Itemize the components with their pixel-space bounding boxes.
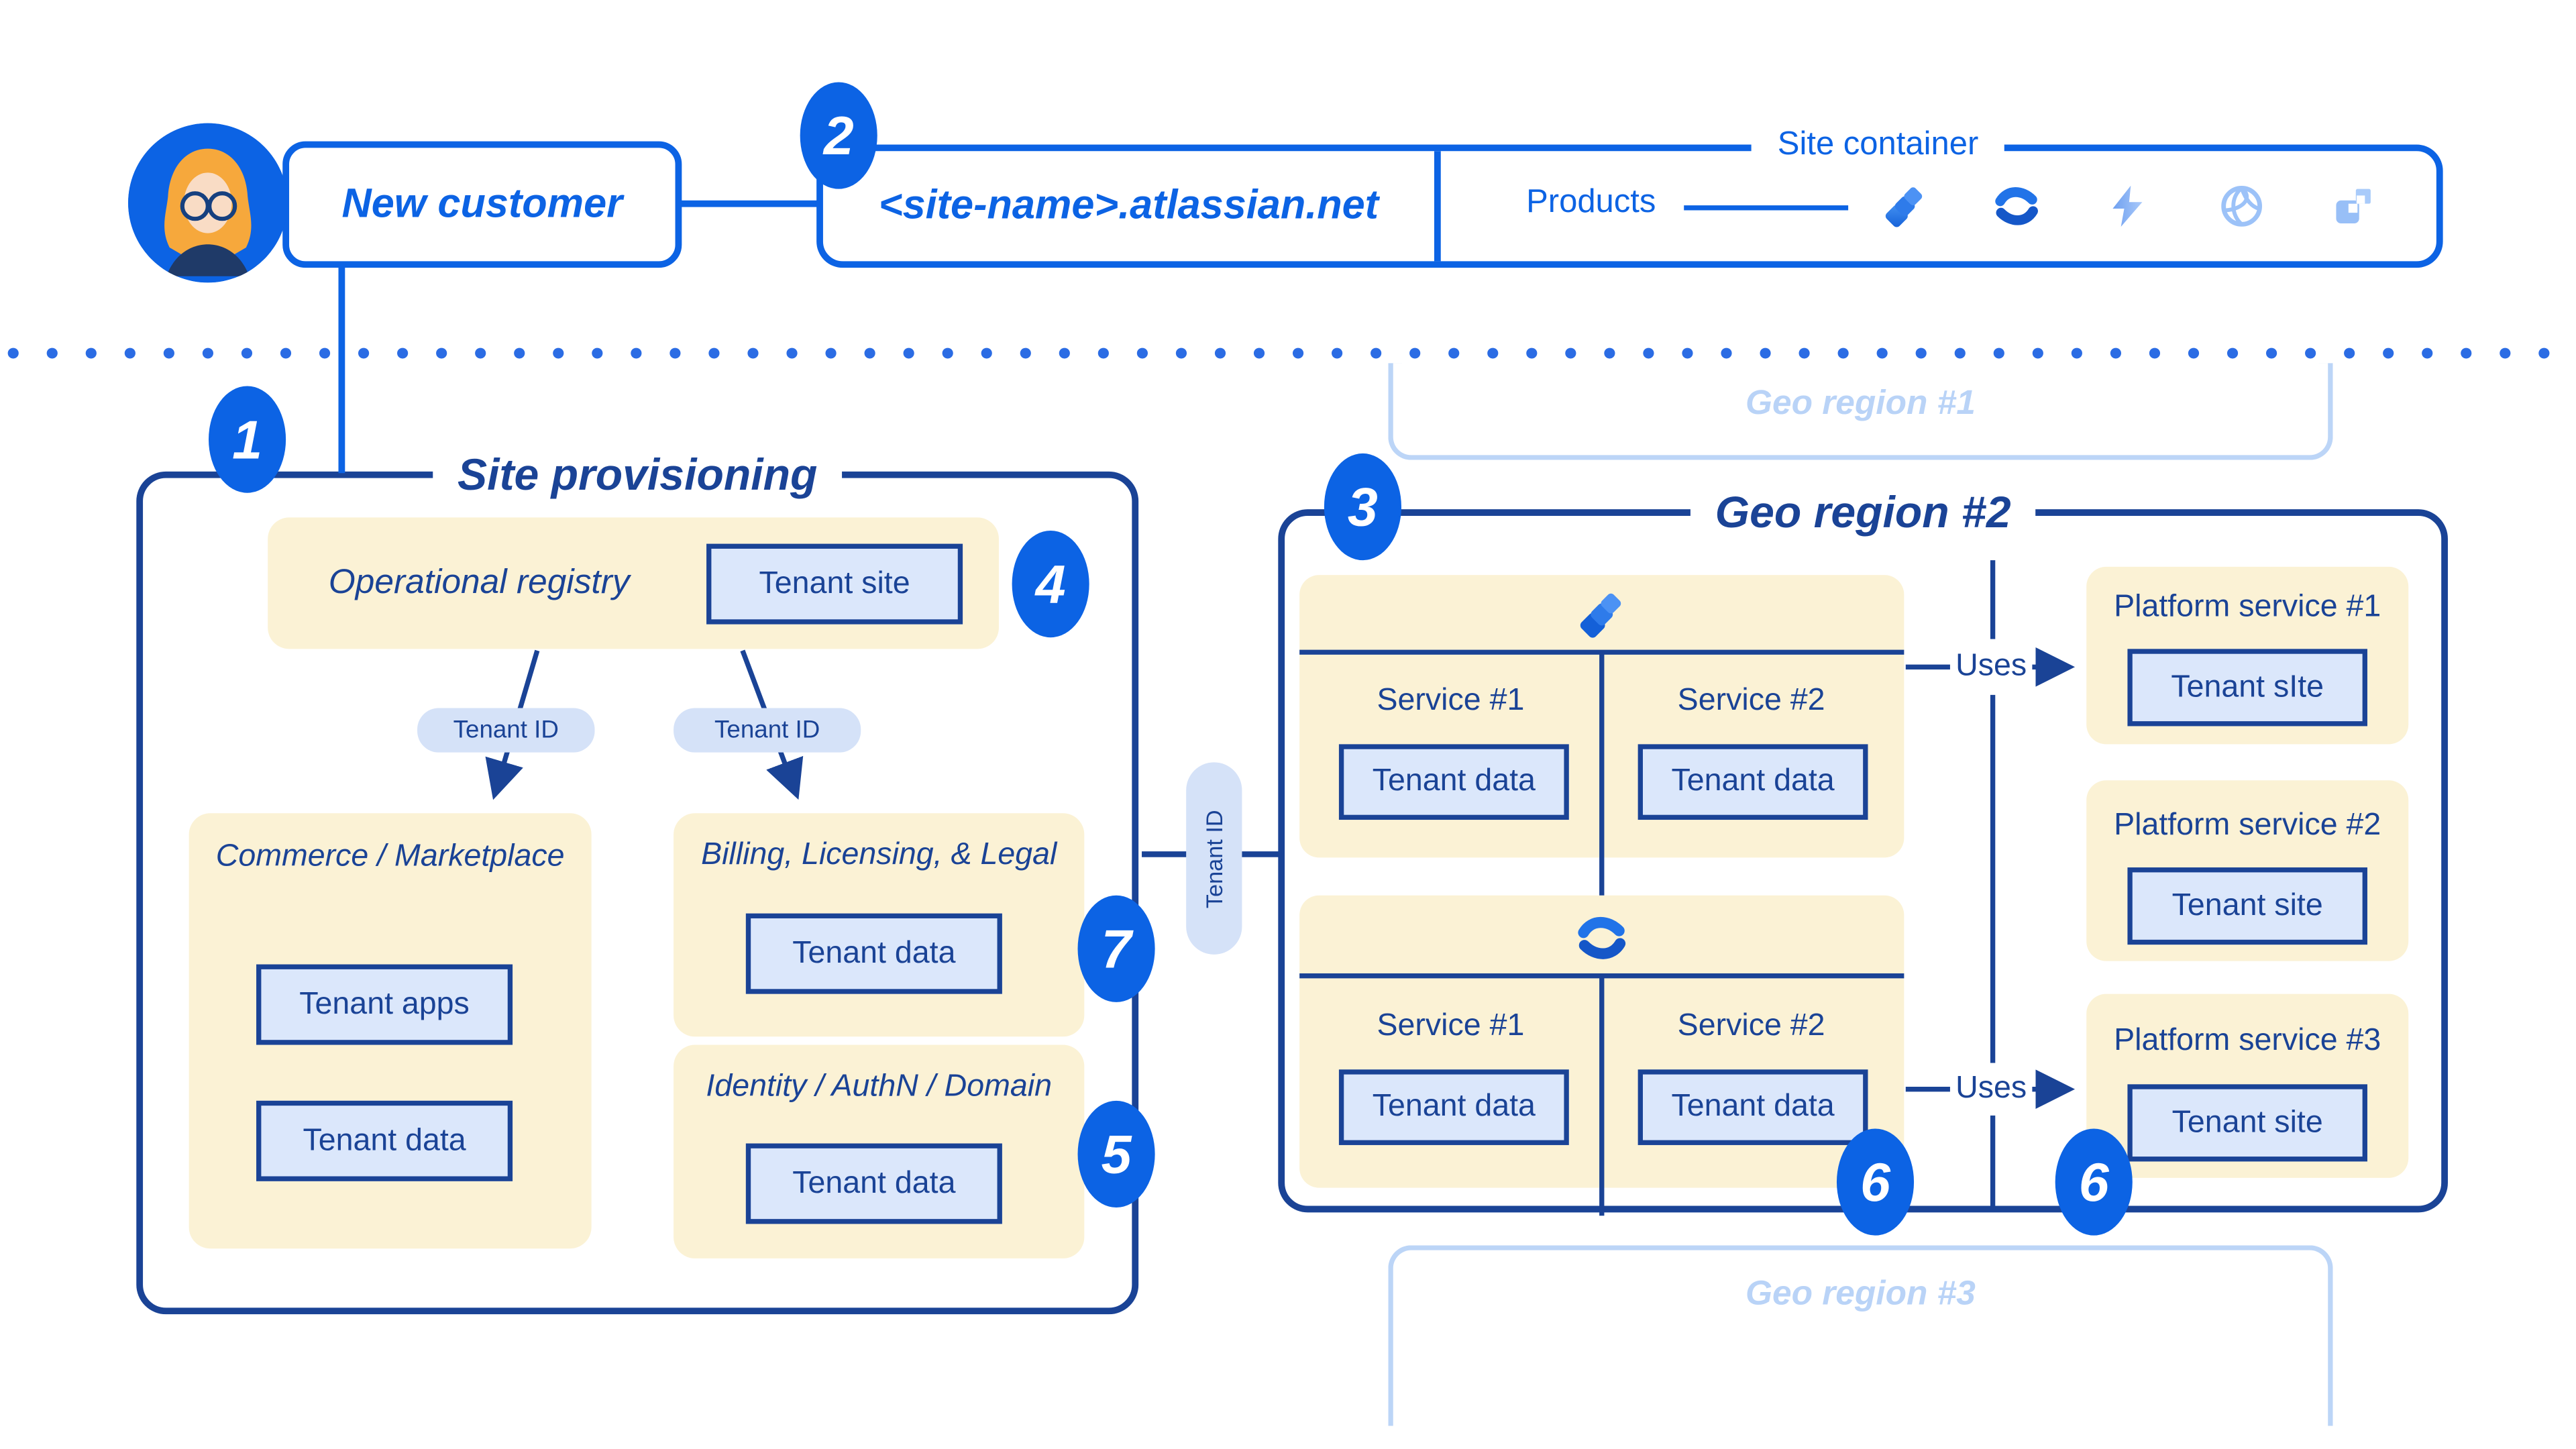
- site-name-label: <site-name>.atlassian.net: [878, 182, 1379, 229]
- identity-authn-domain-panel: Identity / AuthN / Domain Tenant data: [674, 1044, 1085, 1258]
- confluence-service-1-label: Service #1: [1377, 1008, 1525, 1044]
- platform-service-2-panel: Platform service #2 Tenant site: [2086, 780, 2409, 961]
- step-badge-2: 2: [800, 82, 877, 189]
- jira-icon: [1885, 187, 1923, 227]
- step-badge-5-number: 5: [1101, 1122, 1132, 1184]
- platform-service-3-panel: Platform service #3 Tenant site: [2086, 994, 2409, 1178]
- uses-label-confluence-text: Uses: [1955, 1071, 2027, 1106]
- tenant-data-box-jira-2: Tenant data: [1638, 744, 1868, 820]
- site-container-divider: [1434, 151, 1441, 262]
- tenant-data-label-confluence-2: Tenant data: [1671, 1089, 1835, 1124]
- commerce-marketplace-title: Commerce / Marketplace: [215, 839, 565, 874]
- tenant-site-label: Tenant site: [759, 566, 910, 601]
- tenant-data-box-commerce: Tenant data: [256, 1100, 513, 1181]
- step-badge-1-number: 1: [232, 408, 263, 470]
- step-badge-6-left: 6: [1836, 1128, 1915, 1236]
- step-badge-5: 5: [1077, 1100, 1155, 1208]
- tenant-id-pill-right: Tenant ID: [674, 708, 861, 753]
- products-label: Products: [1526, 184, 1656, 221]
- products-cell: Products: [1441, 151, 2436, 261]
- tenant-id-pill-left-label: Tenant ID: [453, 716, 559, 745]
- step-badge-3: 3: [1324, 453, 1401, 561]
- operational-registry-panel: Operational registry Tenant site: [268, 517, 999, 649]
- step-badge-6-left-number: 6: [1860, 1150, 1890, 1212]
- geo-region-3-title: Geo region #3: [1745, 1275, 1976, 1313]
- confluence-icon: [1578, 917, 1626, 959]
- tenant-data-box-identity: Tenant data: [745, 1143, 1002, 1224]
- step-badge-1: 1: [209, 386, 286, 493]
- jira-icon: [1580, 593, 1621, 638]
- tenant-site-box-platform-3: Tenant site: [2127, 1084, 2367, 1162]
- new-customer-box: New customer: [282, 141, 682, 268]
- tenant-id-connector-label: Tenant ID: [1201, 809, 1228, 908]
- tenant-data-label-confluence-1: Tenant data: [1372, 1089, 1536, 1124]
- jira-service-2-label: Service #2: [1677, 683, 1825, 718]
- uses-label-jira-text: Uses: [1955, 649, 2027, 684]
- geo-region-3-box: Geo region #3: [1388, 1245, 2333, 1426]
- tenant-data-box-confluence-2: Tenant data: [1638, 1069, 1868, 1145]
- tenant-site-box: Tenant site: [706, 543, 963, 625]
- step-badge-4-number: 4: [1035, 553, 1066, 614]
- step-badge-6-right: 6: [2055, 1128, 2133, 1236]
- platform-service-1-title: Platform service #1: [2114, 590, 2381, 625]
- geo-region-1-title: Geo region #1: [1745, 384, 1976, 423]
- customer-avatar: [128, 123, 288, 283]
- site-provisioning-title: Site provisioning: [433, 447, 843, 503]
- geo-region-2-title: Geo region #2: [1690, 484, 2036, 541]
- tenant-data-label-jira-2: Tenant data: [1671, 763, 1835, 799]
- tenant-site-label-platform-1: Tenant sIte: [2171, 669, 2324, 704]
- jira-section-panel: Service #1 Service #2 Tenant data Tenant…: [1299, 575, 1904, 858]
- step-badge-4: 4: [1012, 531, 1089, 638]
- squares-icon: [2336, 189, 2371, 224]
- platform-service-2-title: Platform service #2: [2114, 808, 2381, 843]
- tenant-data-label-jira-1: Tenant data: [1372, 763, 1536, 799]
- site-provisioning-box: Site provisioning: [136, 447, 1139, 1315]
- uses-label-jira: Uses: [1951, 649, 2031, 685]
- tenant-id-pill-left: Tenant ID: [417, 708, 595, 753]
- tenant-apps-box: Tenant apps: [256, 964, 513, 1045]
- platform-service-1-panel: Platform service #1 Tenant sIte: [2086, 566, 2409, 745]
- tenant-data-label-commerce: Tenant data: [303, 1122, 466, 1158]
- tenant-data-box-billing: Tenant data: [745, 913, 1002, 994]
- tenant-apps-label: Tenant apps: [299, 986, 470, 1022]
- platform-service-3-title: Platform service #3: [2114, 1023, 2381, 1059]
- tenant-site-box-platform-2: Tenant site: [2127, 867, 2367, 945]
- site-name-cell: <site-name>.atlassian.net: [823, 151, 1434, 261]
- tenant-site-label-platform-2: Tenant site: [2171, 888, 2323, 923]
- tenant-id-connector-pill: Tenant ID: [1186, 762, 1242, 955]
- globe-icon: [2221, 185, 2263, 227]
- step-badge-2-number: 2: [823, 104, 854, 166]
- confluence-service-2-label: Service #2: [1677, 1008, 1825, 1044]
- commerce-marketplace-panel: Commerce / Marketplace Tenant apps Tenan…: [189, 813, 592, 1249]
- billing-licensing-legal-title: Billing, Licensing, & Legal: [701, 837, 1057, 873]
- tenant-data-label-identity: Tenant data: [792, 1165, 956, 1200]
- tenant-site-box-platform-1: Tenant sIte: [2127, 649, 2367, 727]
- tenant-data-box-jira-1: Tenant data: [1338, 744, 1569, 820]
- bolt-icon: [2112, 185, 2143, 227]
- tenant-data-label-billing: Tenant data: [792, 935, 956, 971]
- tenant-id-pill-right-label: Tenant ID: [714, 716, 820, 745]
- site-container-box: Site container <site-name>.atlassian.net…: [816, 123, 2443, 268]
- products-connector-line: [1684, 205, 1849, 211]
- step-badge-6-right-number: 6: [2078, 1150, 2109, 1212]
- confluence-section-panel: Service #1 Service #2 Tenant data Tenant…: [1299, 895, 1904, 1188]
- confluence-icon: [1995, 187, 2038, 225]
- tenant-data-box-confluence-1: Tenant data: [1338, 1069, 1569, 1145]
- billing-licensing-legal-panel: Billing, Licensing, & Legal Tenant data: [674, 813, 1085, 1037]
- jira-service-1-label: Service #1: [1377, 683, 1525, 718]
- operational-registry-title: Operational registry: [328, 564, 630, 602]
- step-badge-3-number: 3: [1347, 475, 1378, 537]
- site-container-label: Site container: [1751, 123, 2005, 166]
- identity-authn-domain-title: Identity / AuthN / Domain: [706, 1069, 1052, 1104]
- tenant-site-label-platform-3: Tenant site: [2171, 1104, 2323, 1140]
- step-badge-7-number: 7: [1101, 917, 1132, 979]
- person-icon: [128, 123, 288, 283]
- uses-label-confluence: Uses: [1951, 1071, 2031, 1108]
- new-customer-label: New customer: [341, 180, 623, 227]
- geo-region-1-box: Geo region #1: [1388, 363, 2333, 460]
- step-badge-7: 7: [1077, 895, 1155, 1002]
